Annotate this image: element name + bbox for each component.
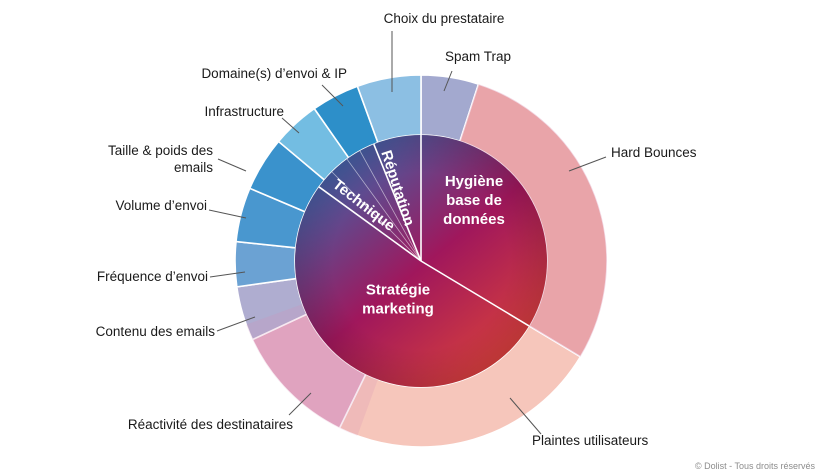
outer-label-hard: Hard Bounces [611,145,697,160]
inner-label-strategie: Stratégie marketing [362,282,434,318]
inner-pie [295,135,547,387]
inner-label-hygiene: Hygiène base de données [443,173,505,228]
outer-label-line: Hard Bounces [611,145,697,160]
outer-label-domaine: Domaine(s) d’envoi & IP [201,66,347,81]
inner-label-line: données [443,211,505,228]
outer-label-plaintes: Plaintes utilisateurs [532,433,649,448]
outer-label-contenu: Contenu des emails [96,324,216,339]
outer-label-spam: Spam Trap [445,49,511,64]
leader-line-infra [281,117,300,134]
ring-shade-reactivite [246,304,378,436]
outer-label-line: Fréquence d’envoi [97,269,208,284]
outer-label-line: Infrastructure [204,104,284,119]
outer-label-taille: Taille & poids des emails [108,143,213,175]
outer-label-volume: Volume d’envoi [115,198,207,213]
inner-label-line: Hygiène [445,173,503,190]
leader-line-plaintes [509,397,542,435]
inner-label-line: marketing [362,301,434,318]
ring-shade-hard [459,84,607,357]
leader-line-domaine [321,84,344,107]
outer-label-line: Plaintes utilisateurs [532,433,649,448]
outer-label-line: Taille & poids des [108,143,213,158]
inner-divider [318,186,422,262]
outer-label-line: Contenu des emails [96,324,216,339]
inner-subdivider [346,158,422,262]
outer-label-line: Spam Trap [445,49,511,64]
leader-lines [208,31,607,435]
inner-label-line: Stratégie [366,282,430,299]
leader-line-frequence [209,271,246,278]
outer-label-choix: Choix du prestataire [384,11,505,26]
outer-label-frequence: Fréquence d’envoi [97,269,208,284]
outer-label-line: Volume d’envoi [115,198,207,213]
outer-label-infra: Infrastructure [204,104,284,119]
outer-label-reactivite: Réactivité des destinataires [128,417,293,432]
copyright-notice: © Dolist - Tous droits réservés [695,461,816,471]
inner-subdivider [359,150,422,262]
outer-label-line: Choix du prestataire [384,11,505,26]
leader-line-volume [208,209,247,219]
outer-label-line: Réactivité des destinataires [128,417,293,432]
inner-divider [373,143,422,262]
leader-line-reactivite [288,392,312,416]
inner-subdivider [331,171,422,262]
leader-line-contenu [216,316,256,332]
ring-segment-frequence [234,240,298,288]
inner-label-line: base de [446,192,502,209]
leader-line-hard [568,156,607,172]
inner-divider [420,260,530,327]
outer-label-line: emails [174,160,213,175]
leader-line-spam [443,70,453,92]
leader-line-taille [217,158,247,172]
outer-label-line: Domaine(s) d’envoi & IP [201,66,347,81]
